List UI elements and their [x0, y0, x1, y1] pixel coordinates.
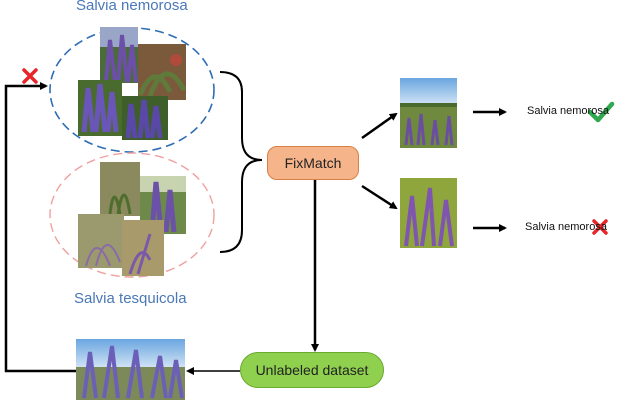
- prediction-2-cross-icon: [592, 219, 608, 235]
- fixmatch-label: FixMatch: [284, 155, 342, 171]
- nemorosa-photo-1: [100, 27, 138, 83]
- dataset-label: Unlabeled dataset: [255, 362, 369, 378]
- nemorosa-photo-2: [137, 44, 187, 100]
- feedback-cross-icon: [22, 68, 38, 84]
- tesquicola-photo-1: [100, 162, 140, 216]
- prediction-1-label: Salvia nemorosa: [527, 105, 609, 117]
- input-photo-1: [400, 78, 457, 148]
- unlabeled-dataset-node: Unlabeled dataset: [240, 352, 384, 388]
- fixmatch-node: FixMatch: [267, 146, 359, 180]
- class-title-nemorosa: Salvia nemorosa: [76, 0, 188, 14]
- class-ellipse-tesquicola: [49, 152, 215, 278]
- prediction-2-label: Salvia nemorosa: [525, 221, 607, 233]
- nemorosa-photo-3: [78, 80, 122, 136]
- tesquicola-photo-3: [78, 214, 124, 268]
- arrow-to-input-2: [361, 184, 398, 210]
- sample-photo: [76, 339, 185, 400]
- tesquicola-photo-4: [122, 220, 164, 276]
- class-title-tesquicola: Salvia tesquicola: [74, 290, 187, 307]
- arrow-to-input-1: [361, 112, 398, 140]
- feedback-loop: [4, 82, 76, 373]
- nemorosa-photo-4: [122, 96, 168, 140]
- prediction-1-check-icon: [587, 101, 615, 123]
- input-photo-2: [400, 178, 457, 248]
- class-brace: [219, 71, 263, 253]
